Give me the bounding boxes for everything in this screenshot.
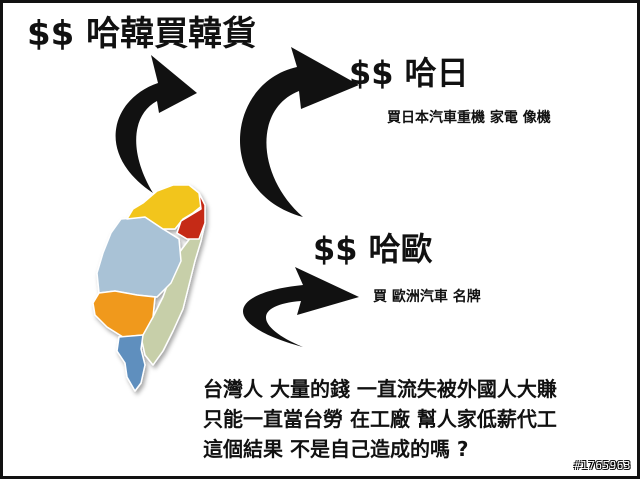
map-region-taipei: [176, 192, 206, 240]
note-japan-goods: 買日本汽車重機 家電 像機: [387, 110, 551, 126]
heading-japan: $$ 哈日: [349, 54, 469, 92]
taiwan-map: [92, 184, 206, 392]
message-line-2: 只能一直當台勞 在工廠 幫人家低薪代工: [203, 407, 557, 431]
map-region-southwest: [116, 334, 146, 392]
heading-korea: $$ 哈韓買韓貨: [27, 14, 257, 54]
note-europe-goods: 買 歐洲汽車 名牌: [373, 289, 481, 305]
illustration-layer: [92, 47, 359, 392]
message-block: 台灣人 大量的錢 一直流失被外國人大賺 只能一直當台勞 在工廠 幫人家低薪代工 …: [203, 374, 557, 464]
watermark: #1765963: [574, 459, 631, 472]
message-line-1: 台灣人 大量的錢 一直流失被外國人大賺: [203, 377, 557, 401]
map-region-south: [92, 290, 156, 338]
arrow-to-japan: [239, 47, 359, 217]
message-line-3: 這個結果 不是自己造成的嗎 ?: [203, 437, 469, 461]
arrow-to-europe: [242, 267, 359, 347]
heading-europe: $$ 哈歐: [313, 230, 433, 268]
arrow-to-korea: [115, 55, 197, 193]
